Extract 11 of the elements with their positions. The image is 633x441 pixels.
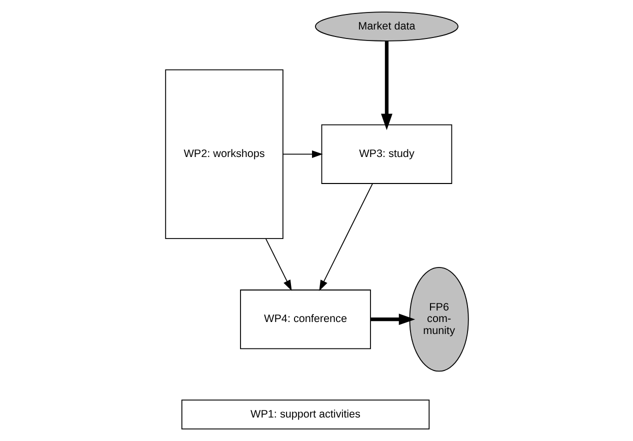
- node-ellipse: Market data: [314, 12, 458, 42]
- node-box: WP3: study: [320, 124, 452, 184]
- arrow: [380, 41, 392, 130]
- arrow: [264, 238, 292, 291]
- arrow: [370, 314, 415, 326]
- node-box: WP2: workshops: [164, 69, 283, 239]
- node-box: WP4: conference: [240, 290, 370, 350]
- arrow: [318, 183, 373, 291]
- node-ellipse: FP6 com- munity: [408, 266, 468, 372]
- arrow: [282, 150, 322, 158]
- node-box: WP1: support activities: [180, 400, 430, 430]
